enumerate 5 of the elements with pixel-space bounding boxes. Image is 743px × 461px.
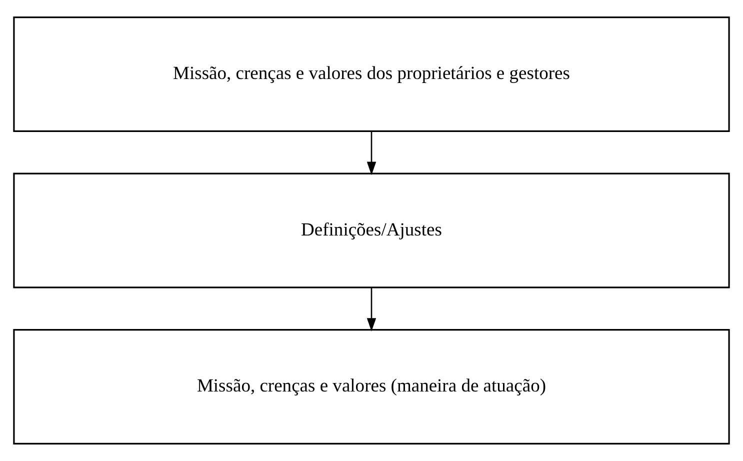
node-box: Missão, crenças e valores (maneira de atuação)	[13, 329, 730, 444]
node-box: Missão, crenças e valores dos proprietários e gestores	[13, 16, 730, 132]
arrow	[366, 288, 376, 332]
node-box: Definições/Ajustes	[13, 172, 730, 288]
arrow	[366, 131, 376, 176]
